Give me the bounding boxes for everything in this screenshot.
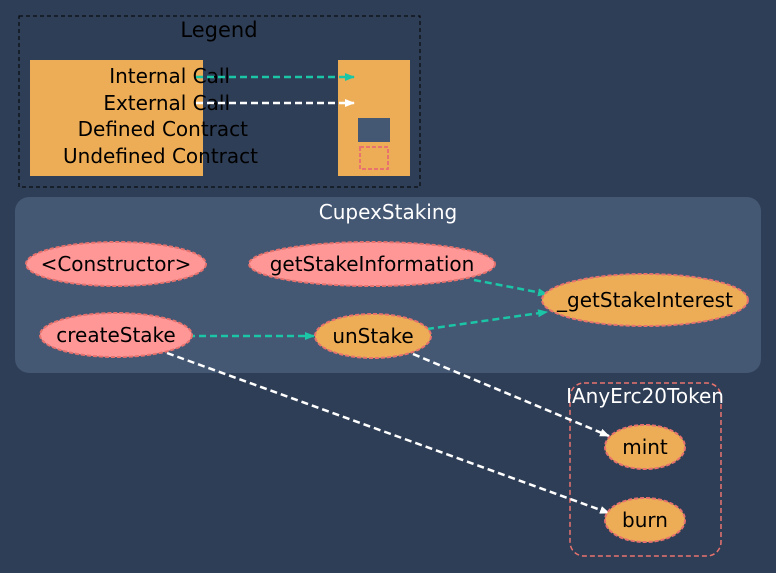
node-get-stake-interest-shape[interactable]	[541, 273, 749, 327]
edge-create-stake-to-burn	[166, 351, 610, 515]
node-constructor[interactable]: <Constructor>	[25, 241, 207, 287]
node-burn[interactable]: burn	[604, 497, 686, 543]
legend-undefined-swatch	[359, 146, 389, 170]
cluster-token-label: IAnyErc20Token	[566, 384, 724, 408]
node-unstake-shape[interactable]	[314, 313, 432, 359]
node-create-stake[interactable]: createStake	[39, 312, 193, 358]
legend-undefined-contract-label: Undefined Contract	[63, 144, 258, 168]
node-burn-shape[interactable]	[604, 497, 686, 543]
cluster-iany-erc20-token: IAnyErc20Token	[566, 382, 724, 557]
node-create-stake-shape[interactable]	[39, 312, 193, 358]
node-unstake-label: unStake	[332, 324, 413, 348]
node-constructor-shape[interactable]	[25, 241, 207, 287]
node-get-stake-information-label: getStakeInformation	[270, 252, 475, 276]
node-get-stake-information[interactable]: getStakeInformation	[248, 241, 496, 287]
node-unstake[interactable]: unStake	[314, 313, 432, 359]
edges	[166, 278, 610, 515]
edge-unstake-to-get-stake-interest	[426, 309, 548, 331]
node-mint[interactable]: mint	[604, 424, 686, 470]
node-burn-label: burn	[622, 508, 668, 532]
edge-get-stake-information-to-get-stake-interest	[473, 278, 548, 297]
node-constructor-label: <Constructor>	[41, 252, 192, 276]
legend: Legend Internal Call External Call Defin…	[18, 15, 421, 188]
edge-unstake-to-mint	[412, 352, 610, 438]
node-mint-shape[interactable]	[604, 424, 686, 470]
node-create-stake-label: createStake	[56, 323, 175, 347]
node-get-stake-information-shape[interactable]	[248, 241, 496, 287]
legend-defined-contract-label: Defined Contract	[78, 117, 249, 141]
legend-label-box	[30, 60, 203, 176]
legend-frame	[18, 15, 421, 188]
node-mint-label: mint	[622, 435, 668, 459]
node-get-stake-interest[interactable]: _getStakeInterest	[541, 273, 749, 327]
cluster-cupex-label: CupexStaking	[319, 200, 457, 224]
cluster-token-border	[569, 382, 722, 557]
legend-title: Legend	[180, 18, 257, 42]
node-get-stake-interest-label: _getStakeInterest	[556, 288, 733, 312]
legend-defined-swatch	[358, 118, 390, 142]
